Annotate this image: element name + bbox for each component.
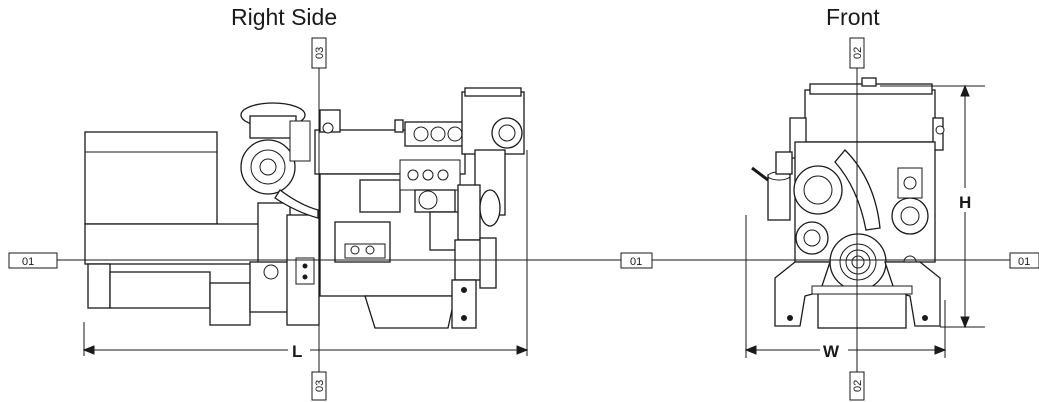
axis-03-label-bottom: 03 <box>311 371 327 401</box>
svg-text:01: 01 <box>630 256 642 268</box>
axis-03-label-top: 03 <box>311 37 327 69</box>
width-label: W <box>823 342 840 361</box>
height-label: H <box>959 193 971 212</box>
axis-01-label-right: 01 <box>1009 252 1039 269</box>
length-label: L <box>292 342 302 361</box>
axis-02-label-top: 02 <box>849 37 865 69</box>
axis-01-label-left: 01 <box>8 252 58 269</box>
length-dimension: L <box>82 150 529 361</box>
right-side-view-title: Right Side <box>231 4 338 30</box>
svg-text:01: 01 <box>22 256 34 268</box>
svg-text:03: 03 <box>314 47 326 59</box>
svg-text:02: 02 <box>852 47 864 59</box>
front-engine-drawing <box>751 77 945 329</box>
axis-01-label-middle: 01 <box>620 252 653 269</box>
width-dimension: W <box>744 215 947 361</box>
svg-text:01: 01 <box>1018 256 1030 268</box>
svg-text:03: 03 <box>314 380 326 392</box>
height-dimension: H <box>880 84 985 329</box>
axis-02-label-bottom: 02 <box>849 371 865 401</box>
front-view-title: Front <box>826 4 880 30</box>
svg-text:02: 02 <box>852 380 864 392</box>
right-side-engine-drawing <box>84 87 525 329</box>
